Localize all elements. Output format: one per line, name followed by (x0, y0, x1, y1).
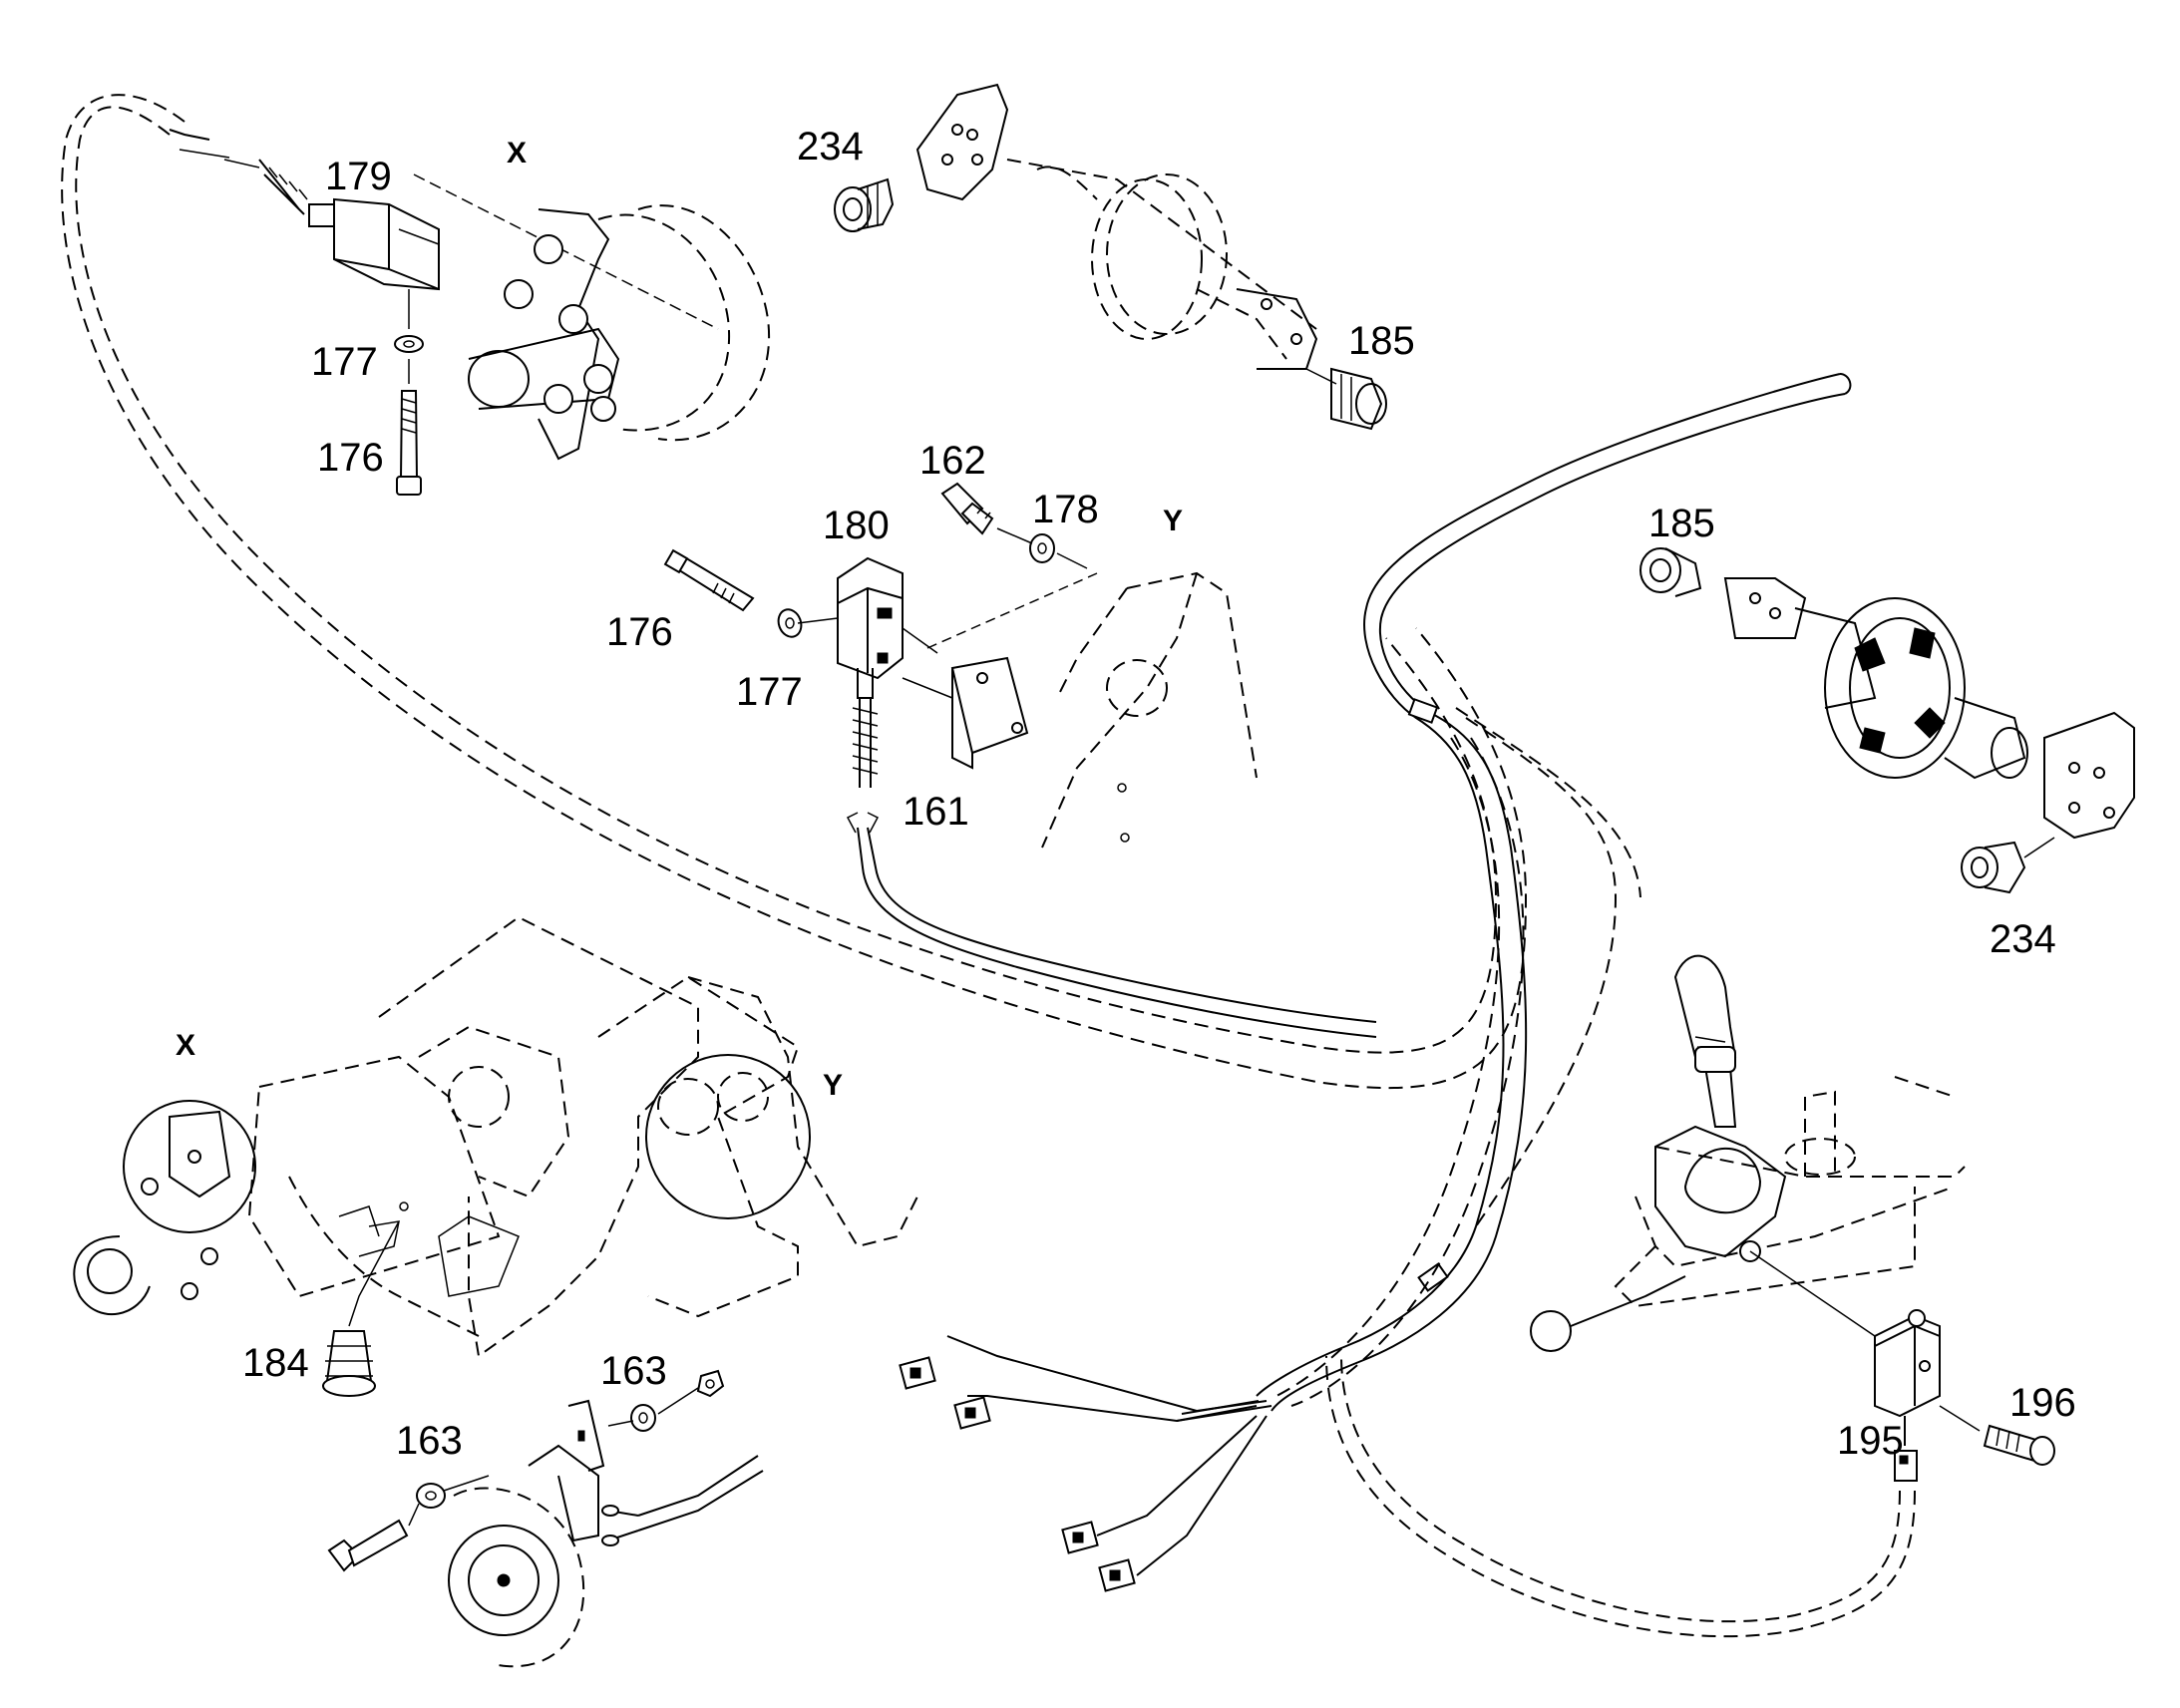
label-177-top: 177 (311, 340, 378, 384)
screw-176-center (663, 548, 755, 612)
top-shaft-assembly (915, 83, 1318, 370)
leader-179-to-x (413, 173, 719, 330)
label-176-top: 176 (317, 436, 384, 480)
fitting-185-right (1639, 547, 1702, 597)
washer-177-top (394, 335, 424, 353)
switch-195-cable (1325, 1355, 1916, 1638)
label-163-top: 163 (600, 1349, 667, 1393)
switch-195 (1874, 1309, 1941, 1482)
view-marker-x-bottom: X (176, 1029, 195, 1062)
label-163-bottom: 163 (396, 1419, 463, 1463)
plate-161 (950, 656, 1029, 770)
label-178: 178 (1032, 488, 1099, 531)
leaders-center (797, 527, 1088, 699)
joystick-console (1530, 954, 1966, 1352)
label-176-center: 176 (606, 610, 673, 654)
harness-connectors (899, 1356, 1136, 1592)
leader-180-to-y (926, 572, 1098, 649)
label-196: 196 (2009, 1381, 2076, 1425)
sensor-179 (179, 149, 440, 291)
bolt-162 (940, 482, 994, 535)
nut-163 (696, 1369, 725, 1398)
part-number-labels: 179 177 176 234 185 162 178 180 176 177 … (242, 125, 2076, 1463)
sensor-180-cable (846, 812, 1377, 1038)
washer-178 (1029, 533, 1055, 563)
label-184: 184 (242, 1341, 309, 1385)
leaders-195 (1749, 1250, 1981, 1432)
label-161: 161 (903, 790, 969, 834)
label-177-center: 177 (736, 670, 803, 714)
fitting-234-right (1961, 841, 2026, 894)
screw-176-top (396, 390, 422, 496)
frame-y-bracket (1041, 571, 1258, 849)
label-185-right: 185 (1648, 502, 1715, 545)
sensor-180 (837, 556, 904, 788)
label-185-top: 185 (1348, 319, 1415, 363)
fitting-185-top (1330, 367, 1387, 431)
bracket-housing-x (468, 204, 771, 461)
leaders-163 (408, 1387, 699, 1527)
leader-234-right (2023, 837, 2055, 858)
lower-left-frame (73, 915, 918, 1358)
main-harness (946, 373, 1852, 1576)
view-markers: X Y X Y (176, 137, 1183, 1102)
fitting-234-top (834, 177, 895, 232)
motor-assembly-bottom (448, 1399, 605, 1668)
bolt-163-bottom (327, 1519, 409, 1572)
washer-177-center (777, 608, 803, 638)
label-234-right: 234 (1990, 917, 2056, 961)
label-179: 179 (325, 155, 392, 198)
right-shaft-assembly (1723, 577, 2135, 840)
label-195: 195 (1837, 1419, 1904, 1463)
label-162: 162 (919, 439, 986, 483)
plug-184 (322, 1220, 400, 1397)
view-marker-y-bottom: Y (823, 1069, 843, 1102)
sensor-x-cable (61, 94, 1528, 1090)
motor-cable-bottom (601, 1455, 764, 1546)
leader-185-top (1305, 368, 1337, 385)
screw-196 (1983, 1424, 2055, 1466)
view-marker-y-top: Y (1163, 505, 1183, 537)
washer-163-top (630, 1404, 656, 1432)
label-234-top: 234 (797, 125, 864, 169)
washer-163-bottom (416, 1483, 446, 1509)
view-marker-x-top: X (507, 137, 527, 170)
label-180: 180 (823, 504, 890, 547)
